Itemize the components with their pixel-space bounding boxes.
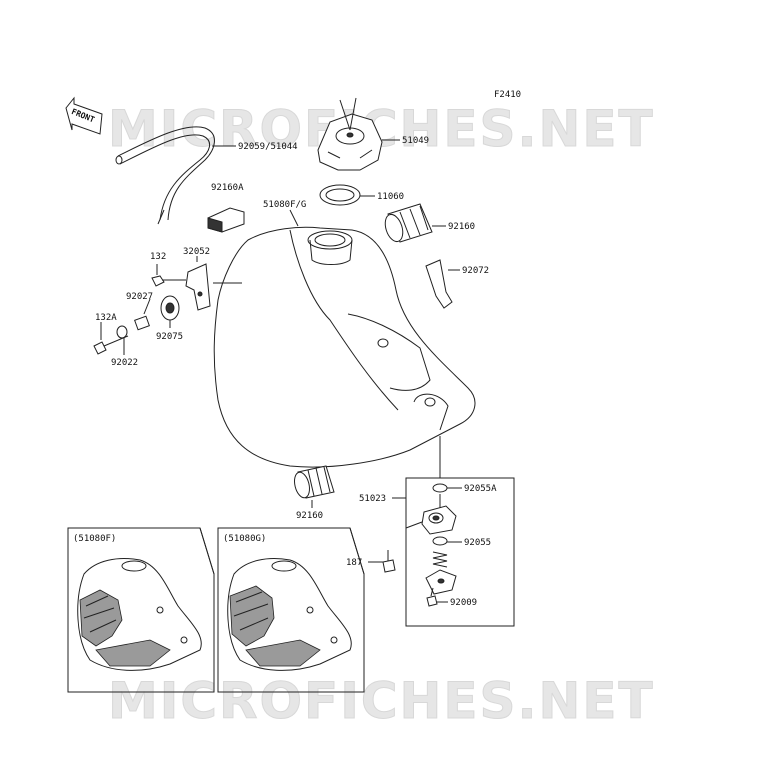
fuel-cap (317, 97, 383, 171)
bolt-132a (93, 335, 129, 355)
bolt-187 (382, 550, 396, 573)
damper-cylinder-bottom (294, 465, 335, 499)
label-collar: 92027 (126, 292, 153, 302)
bolt-132 (151, 275, 186, 287)
label-bolt-132a: 132A (95, 313, 117, 323)
inset-51080g: (51080G) (217, 527, 365, 693)
label-damper-bottom: 92160 (296, 511, 323, 521)
fuel-tank (213, 226, 476, 468)
label-oring-a: 92055A (464, 484, 497, 494)
figure-code: F2410 (494, 90, 521, 100)
label-damper-top: 92160 (448, 222, 475, 232)
damper-block (207, 207, 245, 233)
label-damper-block: 92160A (211, 183, 244, 193)
watermark-top: MICROFICHES.NET (108, 100, 655, 158)
damper-cylinder-top (384, 203, 433, 243)
label-gasket: 11060 (377, 192, 404, 202)
label-washer: 92022 (111, 358, 138, 368)
inset-title-51080f: (51080F) (73, 534, 116, 544)
label-bracket: 32052 (183, 247, 210, 257)
screw (426, 587, 438, 607)
grommet (160, 295, 180, 321)
cap-gasket (319, 184, 361, 206)
label-grommet: 92075 (156, 332, 183, 342)
label-strap: 92072 (462, 266, 489, 276)
tank-strap (425, 259, 453, 309)
label-oring: 92055 (464, 538, 491, 548)
label-bolt-132: 132 (150, 252, 166, 262)
oring (432, 536, 448, 546)
collar (134, 315, 150, 331)
label-screw: 92009 (450, 598, 477, 608)
label-fuel-tap: 51023 (359, 494, 386, 504)
washer (116, 325, 128, 339)
inset-title-51080g: (51080G) (223, 534, 266, 544)
tap-lever (425, 569, 457, 595)
front-arrow-icon: FRONT (65, 96, 103, 135)
fuel-tap-box (405, 477, 515, 627)
spring (432, 551, 448, 568)
label-hose: 92059/51044 (238, 142, 298, 152)
bracket (185, 263, 211, 311)
label-cap: 51049 (402, 136, 429, 146)
label-tank: 51080F/G (263, 200, 306, 210)
label-bolt-187: 187 (346, 558, 362, 568)
watermark-bottom: MICROFICHES.NET (108, 672, 655, 730)
inset-51080f: (51080F) (67, 527, 215, 693)
breather-hose (115, 126, 215, 225)
oring-a (432, 483, 448, 493)
fuel-tap (405, 494, 457, 535)
